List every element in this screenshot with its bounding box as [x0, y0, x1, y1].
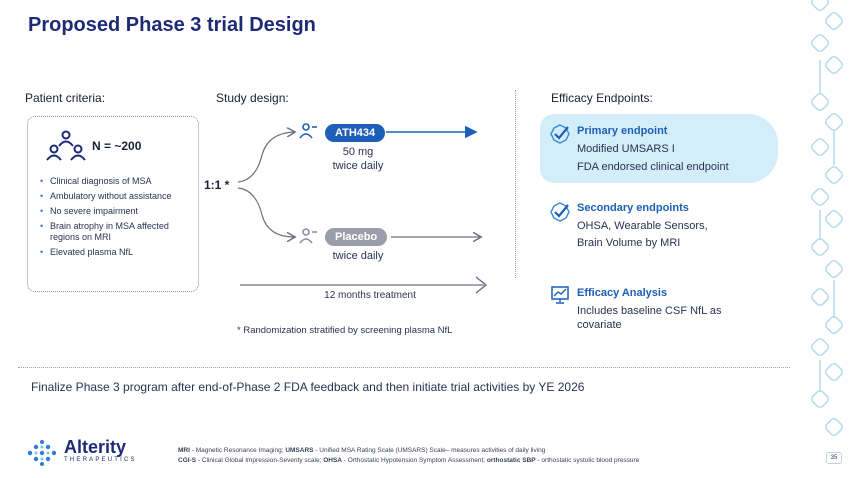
- primary-endpoint-line1: Modified UMSARS I: [577, 143, 675, 155]
- page-number: 35: [826, 452, 842, 464]
- treatment-duration: 12 months treatment: [324, 290, 416, 301]
- footnote-def: - Magnetic Resonance Imaging;: [189, 447, 286, 454]
- section-divider: [515, 90, 516, 278]
- criteria-item: Elevated plasma NfL: [40, 247, 190, 258]
- patient-group-icon: [46, 130, 86, 161]
- arm-placebo-badge: Placebo: [325, 228, 388, 246]
- secondary-endpoints-line2: Brain Volume by MRI: [577, 237, 681, 249]
- efficacy-endpoints-label: Efficacy Endpoints:: [551, 91, 653, 105]
- patient-icon: [299, 123, 317, 139]
- footnote-line2: CGI-S - Clinical Global Impression-Sever…: [178, 457, 639, 464]
- footnote-def: - Clinical Global Impression-Severity sc…: [196, 457, 324, 464]
- primary-endpoint-title: Primary endpoint: [577, 125, 668, 137]
- patient-criteria-label: Patient criteria:: [25, 91, 106, 105]
- check-icon: [550, 124, 570, 144]
- footnote-abbr: OHSA: [323, 457, 342, 464]
- study-design-label: Study design:: [216, 91, 289, 105]
- logo-subtitle: THERAPEUTICS: [64, 457, 137, 463]
- patient-criteria-box: [27, 116, 199, 292]
- footnote-abbr: CGI-S: [178, 457, 197, 464]
- chart-icon: [551, 286, 569, 304]
- randomization-ratio: 1:1 *: [204, 178, 230, 192]
- decorative-pattern: [810, 0, 844, 437]
- arm1-dose: 50 mg: [342, 146, 374, 158]
- secondary-endpoints-line1: OHSA, Wearable Sensors,: [577, 220, 708, 232]
- primary-endpoint-line2: FDA endorsed clinical endpoint: [577, 161, 729, 173]
- bottom-statement: Finalize Phase 3 program after end-of-Ph…: [31, 380, 585, 394]
- page-title: Proposed Phase 3 trial Design: [28, 14, 316, 36]
- logo-name: Alterity: [64, 437, 127, 457]
- footnote-def: - Orthostatic Hypotension Symptom Assess…: [342, 457, 487, 464]
- secondary-endpoints-title: Secondary endpoints: [577, 202, 689, 214]
- sample-size: N = ~200: [92, 139, 142, 153]
- bottom-divider: [18, 367, 790, 368]
- criteria-item: No severe impairment: [40, 206, 190, 217]
- arm1-frequency: twice daily: [332, 160, 384, 172]
- primary-endpoint-highlight: [540, 114, 778, 183]
- footnote-abbr: orthostatic SBP: [486, 457, 536, 464]
- footnote-line1: MRI - Magnetic Resonance Imaging; UMSARS…: [178, 447, 545, 454]
- efficacy-analysis-title: Efficacy Analysis: [577, 287, 668, 299]
- criteria-item: Brain atrophy in MSA affected regions on…: [40, 221, 190, 243]
- footnote-def: - orthostatic systolic blood pressure: [535, 457, 640, 464]
- criteria-item: Clinical diagnosis of MSA: [40, 176, 190, 187]
- footnote-def: - Unified MSA Rating Scale (UMSARS) Scal…: [313, 447, 546, 454]
- footnote-abbr: UMSARS: [285, 447, 314, 454]
- footnote-abbr: MRI: [178, 447, 190, 454]
- randomization-footnote: * Randomization stratified by screening …: [237, 325, 453, 336]
- criteria-list: Clinical diagnosis of MSA Ambulatory wit…: [40, 176, 190, 262]
- study-flow-arrows: [237, 125, 488, 294]
- alterity-logo-icon: [27, 440, 57, 466]
- efficacy-analysis-line2: covariate: [577, 319, 622, 331]
- arm2-frequency: twice daily: [332, 250, 384, 262]
- check-icon: [550, 202, 570, 222]
- patient-icon: [299, 228, 317, 244]
- arm-ath434-badge: ATH434: [325, 124, 386, 142]
- efficacy-analysis-line1: Includes baseline CSF NfL as: [577, 305, 722, 317]
- criteria-item: Ambulatory without assistance: [40, 191, 190, 202]
